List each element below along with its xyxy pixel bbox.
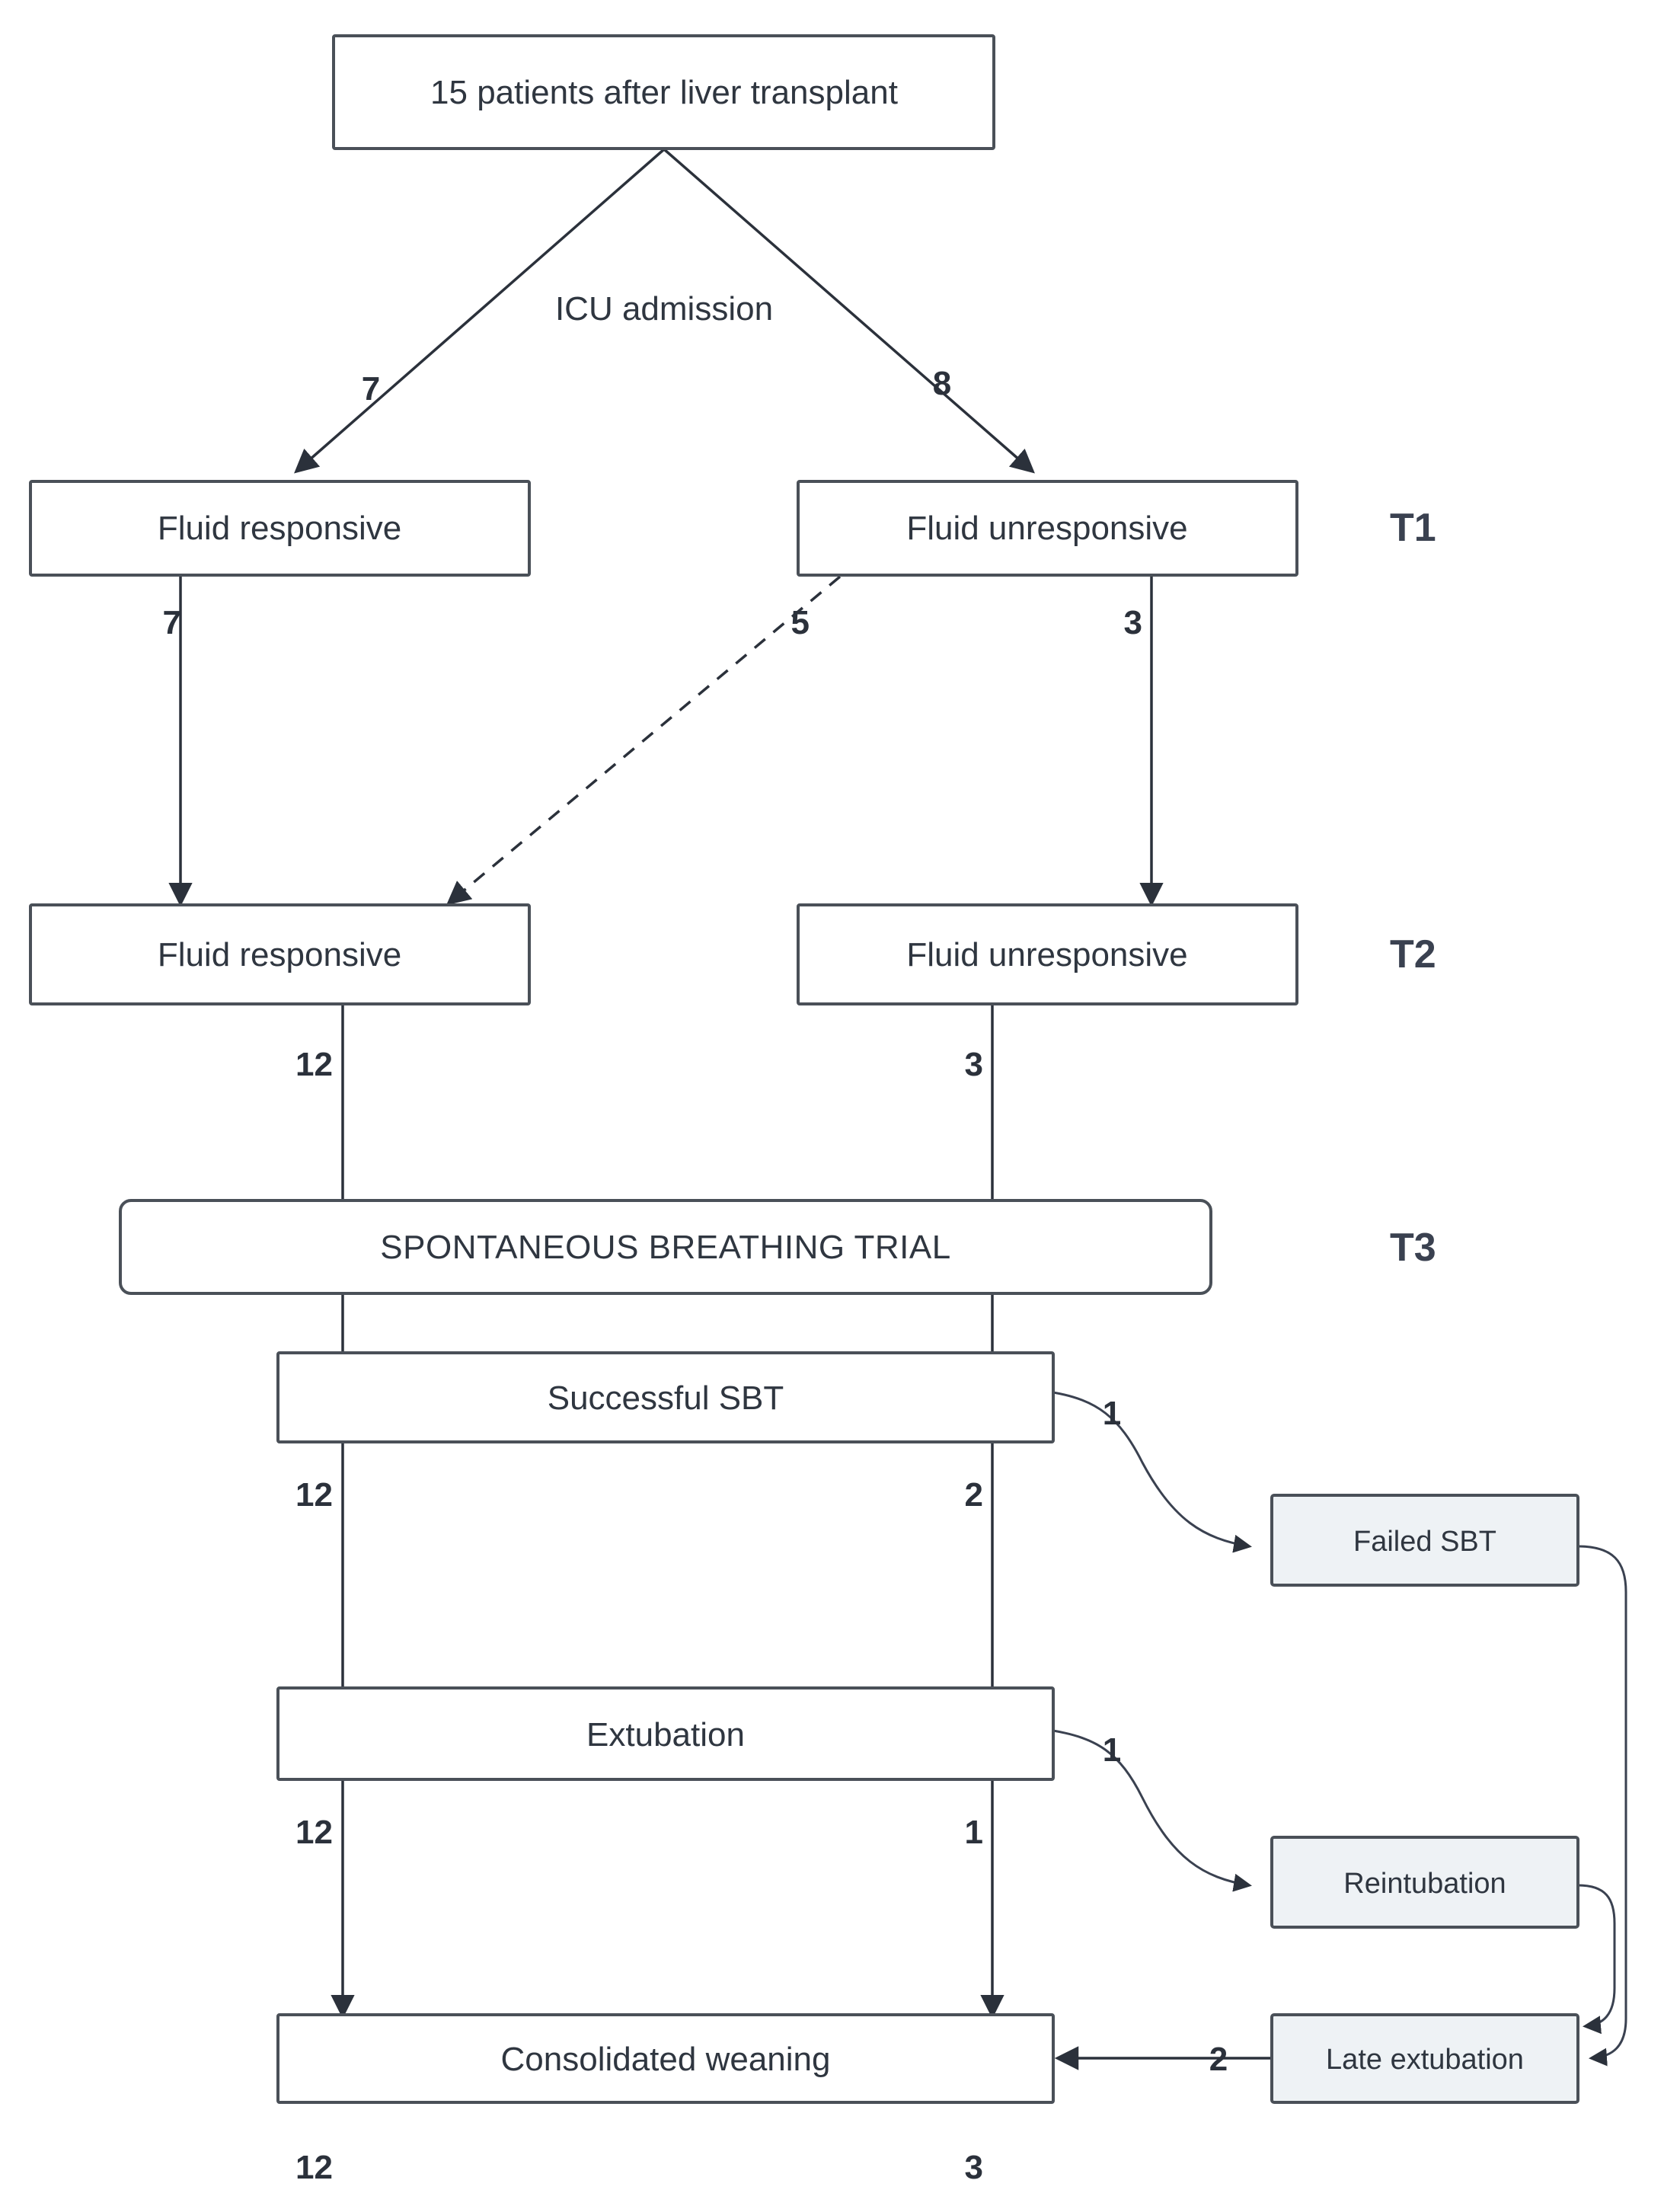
node-failed-sbt-label: Failed SBT	[1353, 1526, 1496, 1558]
node-t2-fluid-unresponsive-box[interactable]	[797, 903, 1298, 1005]
edge-extubation-to-reintubation	[1052, 1729, 1252, 1892]
phase-label-t1: T1	[1390, 506, 1436, 550]
node-t2-fluid-unresponsive-label: Fluid unresponsive	[906, 936, 1187, 973]
edge-label-sbt-left-out: 12	[295, 1476, 333, 1514]
node-t1-fluid-responsive-label: Fluid responsive	[158, 510, 401, 547]
edge-label-t2-left-to-sbt: 12	[295, 1046, 333, 1083]
edge-label-t1-left-to-t2-left: 7	[163, 604, 181, 641]
node-root-label: 15 patients after liver transplant	[430, 74, 898, 111]
phase-label-t2: T2	[1390, 932, 1436, 977]
node-reintubation-box[interactable]	[1270, 1836, 1579, 1929]
phase-label-t3: T3	[1390, 1226, 1436, 1270]
node-spontaneous-breathing-trial-label: SPONTANEOUS BREATHING TRIAL	[380, 1229, 950, 1266]
edge-label-root-to-t1-right: 8	[933, 365, 951, 402]
edge-label-weaning-right-out: 3	[965, 2149, 983, 2186]
node-t1-fluid-unresponsive-box[interactable]	[797, 480, 1298, 577]
edge-root-to-fluid-unresponsive-t1	[663, 148, 1035, 474]
node-late-extubation-label: Late extubation	[1326, 2044, 1524, 2076]
node-consolidated-weaning-box[interactable]	[276, 2013, 1055, 2104]
edge-label-late-extubation-to-weaning: 2	[1209, 2041, 1228, 2078]
node-root-box[interactable]	[332, 34, 995, 150]
node-spontaneous-breathing-trial-box[interactable]	[119, 1199, 1212, 1295]
edge-label-successful-to-failed: 1	[1103, 1395, 1121, 1432]
edge-label-icu-admission: ICU admission	[555, 290, 773, 328]
edge-reintubation-to-late-extubation	[1577, 1884, 1616, 2035]
node-t2-fluid-responsive-label: Fluid responsive	[158, 936, 401, 973]
node-late-extubation-box[interactable]	[1270, 2013, 1579, 2104]
edge-failed-sbt-to-late-extubation	[1577, 1545, 1627, 2067]
edge-root-to-fluid-responsive-t1	[294, 148, 666, 474]
node-consolidated-weaning-label: Consolidated weaning	[501, 2041, 831, 2078]
node-successful-sbt-box[interactable]	[276, 1351, 1055, 1443]
edge-label-extubation-to-reintubation: 1	[1103, 1731, 1121, 1769]
node-reintubation-label: Reintubation	[1343, 1868, 1506, 1900]
edge-label-t1-right-to-t2-right: 3	[1124, 604, 1142, 641]
edge-label-extubation-left-out: 12	[295, 1814, 333, 1851]
node-t2-fluid-responsive-box[interactable]	[29, 903, 531, 1005]
node-t1-fluid-unresponsive-label: Fluid unresponsive	[906, 510, 1187, 547]
node-t1-fluid-responsive-box[interactable]	[29, 480, 531, 577]
node-failed-sbt-box[interactable]	[1270, 1494, 1579, 1587]
node-extubation-label: Extubation	[586, 1716, 745, 1753]
edge-successful-sbt-to-failed-sbt	[1052, 1391, 1252, 1553]
edge-label-t2-right-to-sbt: 3	[965, 1046, 983, 1083]
edge-label-extubation-right-out: 1	[965, 1814, 983, 1851]
edge-label-weaning-left-out: 12	[295, 2149, 333, 2186]
edge-label-root-to-t1-left: 7	[362, 370, 380, 408]
edge-label-t1-right-to-t2-left: 5	[791, 604, 810, 641]
node-successful-sbt-label: Successful SBT	[548, 1379, 784, 1417]
node-extubation-box[interactable]	[276, 1686, 1055, 1781]
edge-t1-unresponsive-to-t2-responsive-dashed	[446, 575, 842, 906]
edge-label-sbt-right-out: 2	[965, 1476, 983, 1514]
